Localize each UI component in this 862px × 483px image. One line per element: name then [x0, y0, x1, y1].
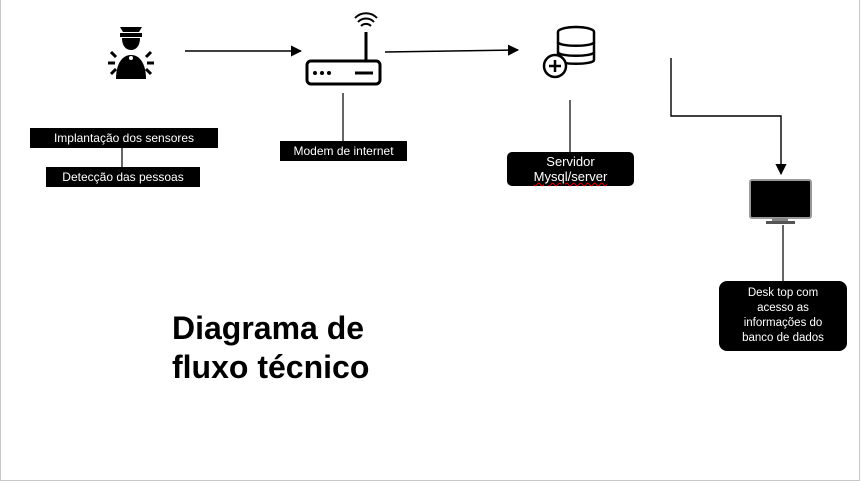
label-server: Servidor Mysql/server	[507, 152, 634, 186]
label-desktop: Desk top com acesso as informações do ba…	[719, 281, 847, 351]
label-desktop-line3: informações do	[743, 317, 823, 329]
label-desktop-line2: acesso as	[757, 302, 809, 314]
router-icon	[305, 12, 382, 86]
label-server-line1: Servidor	[546, 154, 595, 169]
diagram-title-line2: fluxo técnico	[172, 349, 370, 385]
diagram-title-line1: Diagrama de	[172, 310, 365, 346]
label-people-detection: Detecção das pessoas	[46, 167, 200, 187]
label-desktop-line1: Desk top com	[747, 287, 819, 299]
label-server-line2: Mysql/server	[533, 169, 608, 184]
label-desktop-line4: banco de dados	[742, 332, 824, 344]
monitor-icon	[749, 179, 812, 224]
arrow-modem-to-server	[384, 44, 520, 56]
sensor-person-icon	[108, 27, 154, 79]
arrow-server-to-desktop	[670, 58, 787, 176]
database-server-icon	[542, 25, 596, 79]
label-modem: Modem de internet	[280, 141, 407, 161]
label-sensor-deployment: Implantação dos sensores	[30, 128, 218, 148]
diagram-title: Diagrama de fluxo técnico	[172, 309, 432, 387]
